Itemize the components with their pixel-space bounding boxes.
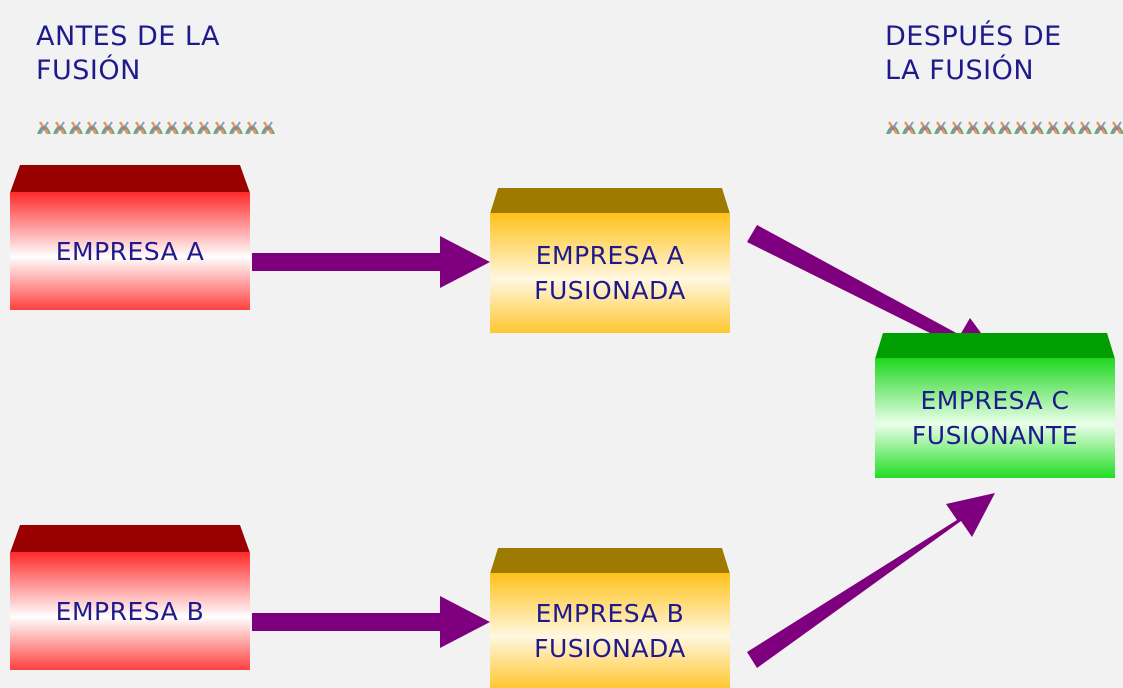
box-face: EMPRESA C FUSIONANTE [875, 358, 1115, 478]
divider-decoration-right [885, 116, 1123, 134]
box-label-line: EMPRESA A [535, 241, 685, 270]
heading-after-line-1: DESPUÉS DE [885, 21, 1062, 52]
box-empresa-a: EMPRESA A [10, 165, 250, 310]
box-face: EMPRESA A [10, 192, 250, 310]
heading-before-line-2: FUSIÓN [36, 54, 141, 86]
arrow-a-fusionada-to-c [747, 225, 995, 352]
heading-after-merger: DESPUÉS DE LA FUSIÓN [885, 20, 1062, 88]
box-face: EMPRESA A FUSIONADA [490, 213, 730, 333]
box-label-line: FUSIONANTE [911, 421, 1079, 450]
box-empresa-b: EMPRESA B [10, 525, 250, 670]
box-top-bevel [490, 188, 730, 214]
box-label-line: EMPRESA B [535, 598, 685, 628]
box-top-bevel [10, 525, 250, 553]
box-face: EMPRESA B [10, 552, 250, 670]
box-label-line: EMPRESA A [55, 236, 205, 266]
box-label-line: EMPRESA C [920, 386, 1070, 415]
box-top-bevel [10, 165, 250, 193]
box-label-line: FUSIONADA [534, 276, 686, 305]
heading-before-line-1: ANTES DE LA [36, 21, 221, 52]
arrow-a-to-a-fusionada [252, 236, 490, 288]
heading-after-line-2: LA FUSIÓN [885, 54, 1035, 86]
heading-before-merger: ANTES DE LA FUSIÓN [36, 20, 220, 88]
box-empresa-a-fusionada: EMPRESA A FUSIONADA [490, 188, 730, 333]
arrow-b-fusionada-to-c [747, 493, 995, 668]
box-empresa-c-fusionante: EMPRESA C FUSIONANTE [875, 333, 1115, 478]
arrow-b-to-b-fusionada [252, 596, 490, 648]
box-empresa-b-fusionada: EMPRESA B FUSIONADA [490, 548, 730, 688]
box-label-line: FUSIONADA [534, 633, 686, 663]
box-label-line: EMPRESA B [55, 596, 205, 626]
box-face: EMPRESA B FUSIONADA [490, 573, 730, 688]
divider-decoration-left [36, 116, 276, 134]
box-top-bevel [875, 333, 1115, 359]
box-top-bevel [490, 548, 730, 574]
